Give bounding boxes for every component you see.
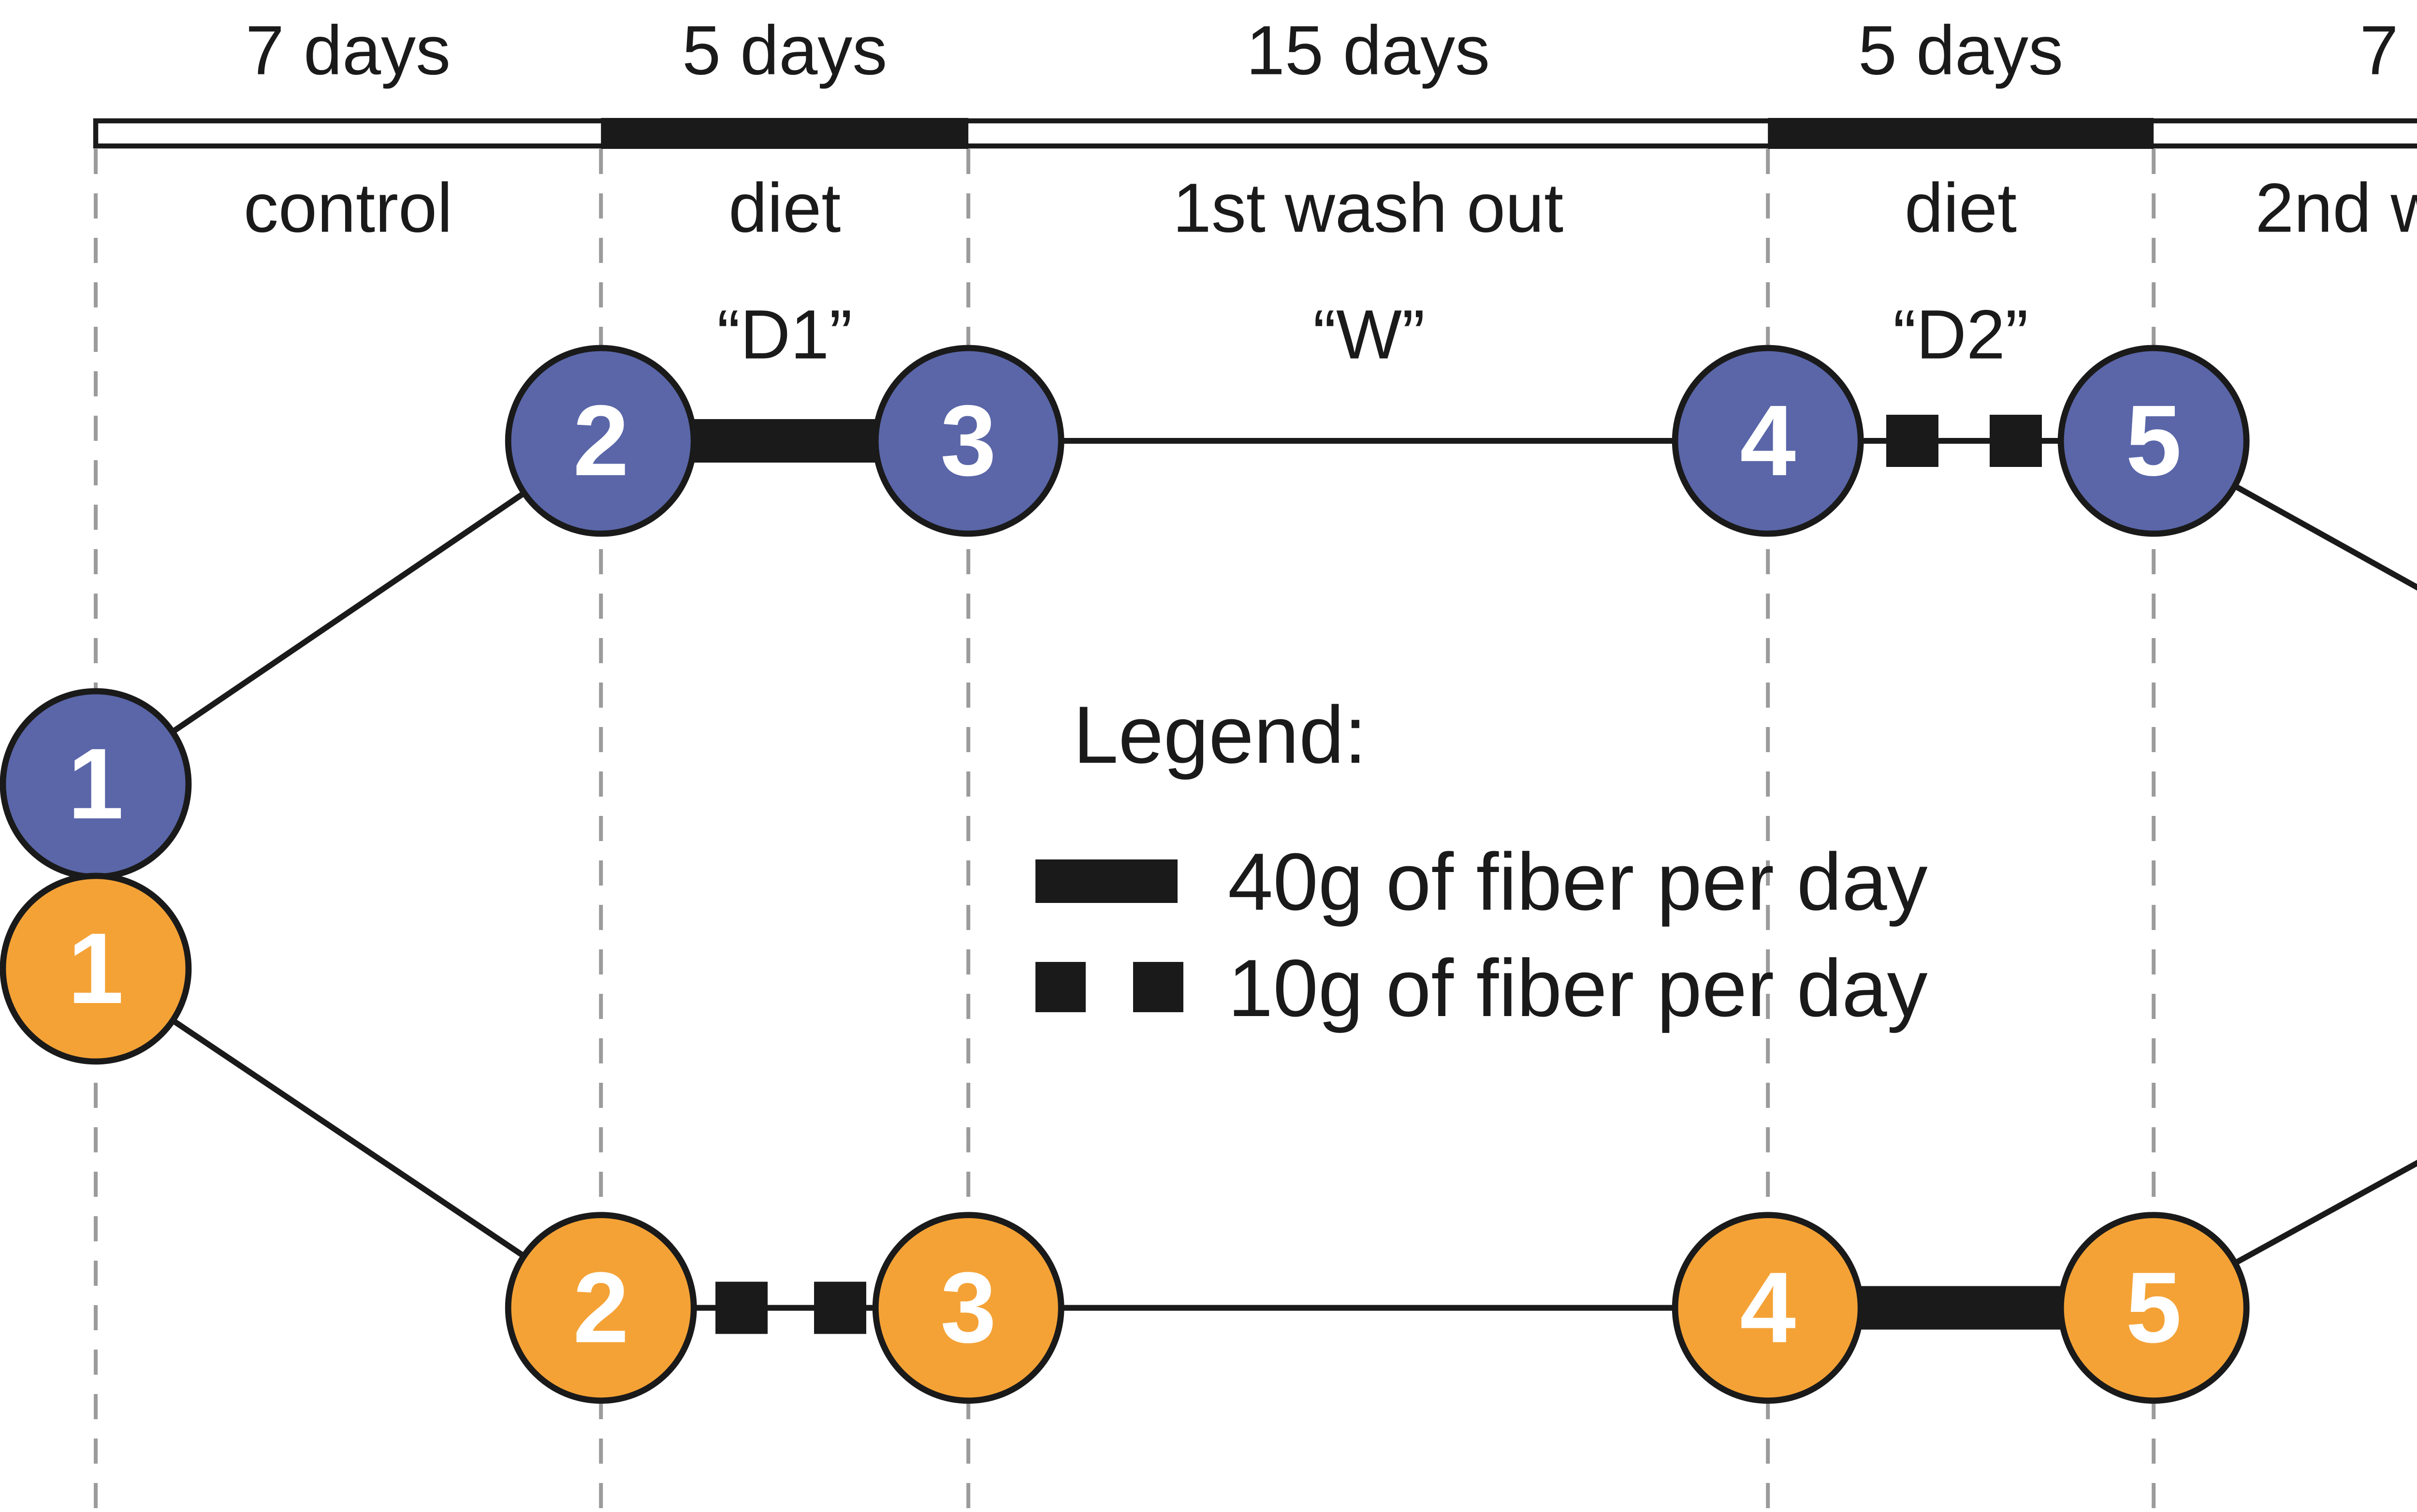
edge-orange-5-6 [2152, 1160, 2417, 1310]
dash-square [814, 1281, 866, 1334]
node-blue-5-label: 5 [2126, 385, 2182, 497]
node-orange-1 [0, 872, 192, 1065]
phase-labels: control diet 1st wash out diet 2nd wash … [244, 169, 2417, 247]
edge-orange-1-2 [94, 966, 603, 1310]
phase-label-diet2: diet [1905, 169, 2017, 247]
node-orange-2 [505, 1212, 697, 1404]
period-code-d2: “D2” [1893, 296, 2028, 374]
node-blue-2-label: 2 [573, 385, 629, 497]
node-blue-1-label: 1 [68, 728, 124, 840]
node-blue-3 [872, 345, 1064, 537]
node-orange-4 [1672, 1212, 1864, 1404]
legend-swatch-square-dash [1133, 962, 1183, 1012]
period-codes: “D1” “W” “D2” [717, 296, 2028, 374]
timeline-bar [93, 118, 2417, 149]
blue-arm: 1 2 3 4 5 6 [0, 345, 2250, 880]
node-orange-5 [2057, 1212, 2250, 1404]
legend-item-10g: 10g of fiber per day [1035, 943, 1928, 1033]
phase-label-control: control [244, 169, 452, 247]
legend-title: Legend: [1073, 689, 1367, 780]
phase-label-diet1: diet [728, 169, 841, 247]
timeline-bar-diet-segment-1 [601, 118, 969, 149]
node-blue-5 [2057, 345, 2250, 537]
phase-label-washout2: 2nd wash out [2255, 169, 2417, 247]
duration-label-diet1: 5 days [682, 12, 887, 89]
dash-square [1886, 415, 1938, 467]
duration-labels: 7 days 5 days 15 days 5 days 7 days [246, 12, 2417, 89]
legend-swatch-thick-bar [1035, 859, 1178, 903]
connector-10g-orange-2-3 [715, 1281, 866, 1334]
duration-label-washout1: 15 days [1246, 12, 1490, 89]
node-orange-2-label: 2 [573, 1252, 629, 1364]
node-blue-3-label: 3 [940, 385, 996, 497]
node-blue-2 [505, 345, 697, 537]
duration-label-diet2: 5 days [1858, 12, 2063, 89]
node-orange-3-label: 3 [940, 1252, 996, 1364]
edge-blue-5-6 [2152, 438, 2417, 591]
node-blue-4-label: 4 [1740, 385, 1796, 497]
phase-label-washout1: 1st wash out [1173, 169, 1563, 247]
period-code-d1: “D1” [717, 296, 852, 374]
node-orange-3 [872, 1212, 1064, 1404]
period-code-w: “W” [1313, 296, 1425, 374]
duration-label-control: 7 days [246, 12, 451, 89]
node-orange-1-label: 1 [68, 913, 124, 1025]
node-orange-4-label: 4 [1740, 1252, 1796, 1364]
legend-swatch-square-dash [1035, 962, 1086, 1012]
legend-item-40g: 40g of fiber per day [1035, 836, 1928, 927]
duration-label-washout2: 7 days [2359, 12, 2417, 89]
edge-blue-1-2 [94, 438, 603, 786]
timeline-bar-diet-segment-2 [1768, 118, 2154, 149]
dash-square [715, 1281, 768, 1334]
legend-label-10g: 10g of fiber per day [1228, 943, 1928, 1033]
orange-arm: 1 2 3 4 5 6 [0, 872, 2250, 1404]
dash-square [1990, 415, 2042, 467]
connector-10g-blue-4-5 [1886, 415, 2042, 467]
node-orange-5-label: 5 [2126, 1252, 2182, 1364]
legend-label-40g: 40g of fiber per day [1228, 836, 1928, 927]
node-blue-4 [1672, 345, 1864, 537]
legend: Legend: 40g of fiber per day 10g of fibe… [1035, 689, 1928, 1033]
